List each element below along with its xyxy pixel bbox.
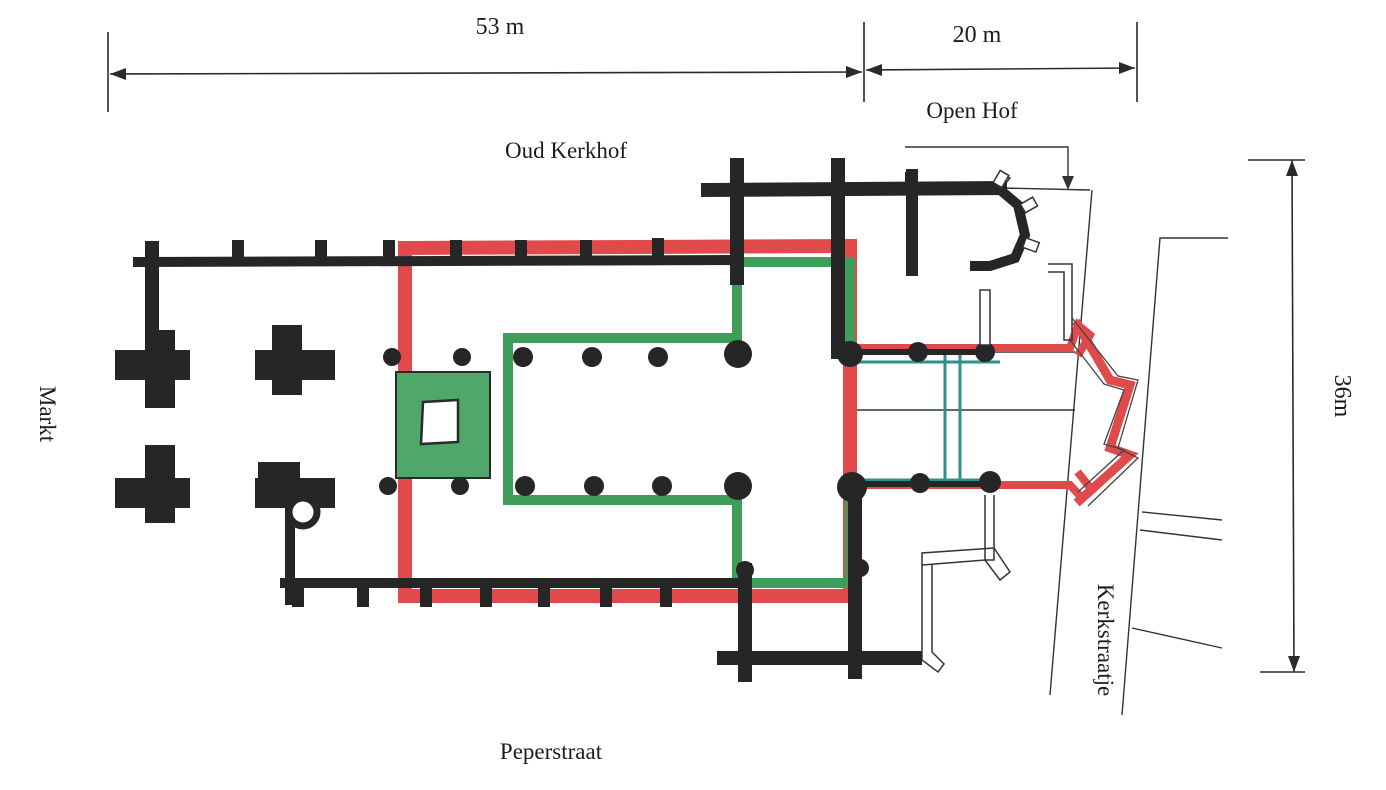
dim-line-20m (865, 67, 1136, 71)
red-phase-walls (397, 238, 1139, 603)
green-nave-wall (735, 257, 855, 355)
courtyard-top (999, 187, 1091, 191)
open-hof-pointer (905, 146, 1069, 188)
kerkstraatje-west-edge (1049, 189, 1093, 696)
open-hof-arrow (1062, 176, 1074, 190)
green-nave-inner (503, 265, 855, 588)
arrow-53m-left (110, 68, 126, 80)
buttresses (147, 172, 917, 607)
arrow-36m-bottom (1288, 656, 1300, 672)
plot-line-3 (1131, 627, 1223, 649)
plot-line-2 (1139, 529, 1223, 541)
kerkstraatje-east-edge (1121, 237, 1228, 716)
west-tower-blocks (115, 325, 335, 523)
red-apse (1071, 318, 1139, 507)
arrow-20m-left (866, 64, 882, 76)
label-markt: Markt (35, 386, 60, 443)
nave-columns (379, 340, 1001, 579)
dim-label-20m: 20 m (953, 22, 1002, 48)
dim-line-36m (1291, 159, 1295, 673)
dim-line-53m (109, 71, 863, 75)
dimension-arrows (110, 62, 1300, 672)
outlined-chapel-walls (921, 169, 1073, 674)
dim-label-53m: 53 m (476, 14, 525, 40)
label-peperstraat: Peperstraat (500, 739, 603, 764)
label-kerkstraatje: Kerkstraatje (1093, 584, 1118, 696)
dimension-lines (107, 22, 1305, 673)
label-oud-kerkhof: Oud Kerkhof (505, 138, 627, 163)
teal-phase-walls (850, 352, 1000, 488)
arrow-20m-right (1119, 62, 1135, 74)
transept-north-wall (700, 180, 1008, 198)
stair-turret (285, 494, 321, 530)
red-choir-north (846, 318, 1096, 358)
green-phase-walls (503, 257, 855, 588)
dim-label-36m: 36m (1329, 375, 1355, 418)
arrow-53m-right (846, 66, 862, 78)
red-apse-outline (1069, 317, 1140, 507)
tower-opening (419, 398, 460, 446)
nave-north-wall (132, 254, 744, 268)
plot-line-1 (1141, 511, 1223, 521)
label-open-hof: Open Hof (926, 98, 1018, 123)
arrow-36m-top (1286, 160, 1298, 176)
